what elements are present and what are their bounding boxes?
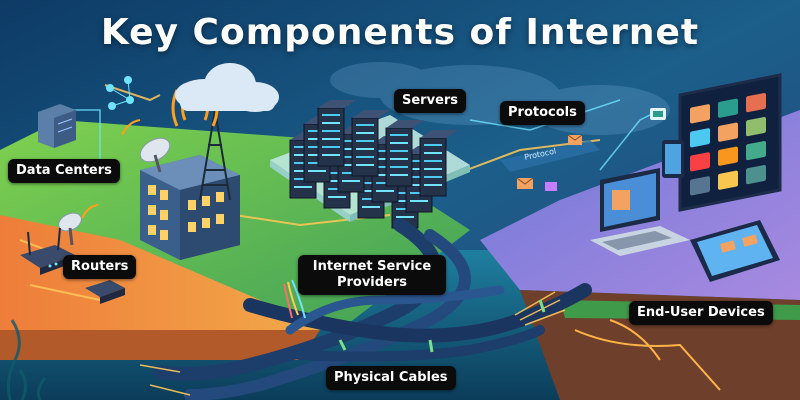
cloud-icon (175, 63, 279, 112)
label-internet-service-providers: Internet Service Providers (298, 255, 446, 295)
app-tile-icon (746, 164, 766, 185)
router-device (85, 280, 125, 304)
cable-bundle (153, 218, 592, 400)
server-racks (289, 100, 458, 229)
satellite-dish-icon (139, 137, 171, 173)
app-tile-icon (746, 140, 766, 161)
app-tile-icon (718, 98, 738, 118)
cable-glow (139, 291, 566, 396)
server-rack (419, 130, 458, 197)
notification-card (650, 108, 666, 120)
app-tile-icon (746, 116, 766, 137)
envelope-icon (516, 177, 534, 189)
envelope-icon (545, 182, 557, 191)
app-tile-icon (690, 176, 710, 196)
tablet-device (690, 220, 780, 282)
fiber-ends (283, 279, 306, 319)
app-tile-icon (690, 152, 710, 172)
network-nodes (106, 76, 134, 110)
envelope-icon (567, 134, 583, 145)
label-isp-line2: Providers (336, 275, 408, 290)
label-routers: Routers (63, 255, 137, 279)
label-servers: Servers (394, 89, 467, 113)
cable-rings (338, 299, 546, 353)
app-tile-icon (690, 104, 710, 124)
label-isp-line1: Internet Service (312, 259, 432, 274)
seaweed (6, 319, 47, 400)
server-rack (317, 100, 356, 167)
database-icon (38, 104, 76, 148)
server-rack (351, 110, 390, 177)
data-center-building (140, 155, 240, 260)
tv-device (678, 73, 782, 212)
tv-apps (690, 92, 766, 196)
app-tile-icon (718, 122, 738, 142)
page-title: Key Components of Internet (100, 12, 700, 53)
label-physical-cables: Physical Cables (326, 366, 456, 390)
app-tile-icon (718, 170, 738, 190)
label-data-centers: Data Centers (8, 159, 120, 183)
laptop-device (590, 168, 690, 256)
satellite-dish-icon (58, 212, 82, 246)
wifi-icon (81, 119, 141, 219)
label-end-user-devices: End-User Devices (629, 301, 773, 325)
label-protocols: Protocols (500, 101, 585, 125)
app-tile-icon (718, 146, 738, 166)
phone-device (662, 140, 684, 178)
server-rack (385, 120, 424, 187)
app-tile-icon (690, 128, 710, 148)
app-tile-icon (746, 92, 766, 113)
